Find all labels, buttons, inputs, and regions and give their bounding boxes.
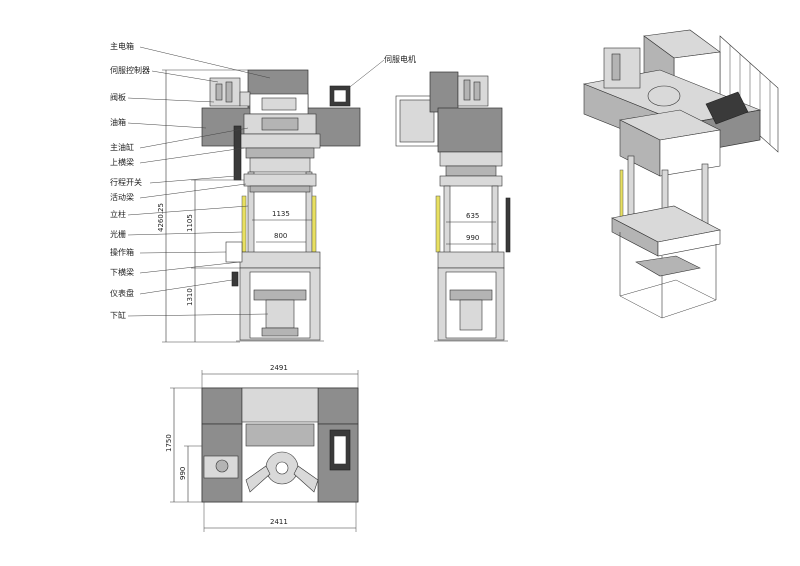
moving-beam-shape	[243, 173, 317, 187]
label-servo-controller: 伺服控制器	[110, 65, 150, 75]
label-main-cylinder: 主油缸	[110, 142, 134, 152]
dim-side-width-outer: 635	[466, 212, 479, 220]
label-operation-box: 操作箱	[110, 247, 134, 257]
label-travel-switch: 行程开关	[110, 177, 142, 187]
top-dimensions: 2491 2411 1750 990	[165, 364, 359, 532]
isometric-view	[582, 29, 779, 319]
lower-cylinder-shape	[265, 299, 295, 329]
side-valve-shape	[457, 75, 489, 107]
dim-top-depth-outer: 1750	[165, 434, 173, 452]
side-dimensions: 635 990	[446, 212, 496, 245]
instrument-panel-shape	[231, 271, 239, 287]
dim-side-width-inner: 990	[466, 234, 479, 242]
label-lower-beam: 下横梁	[110, 267, 134, 277]
label-valve-plate: 阀板	[110, 92, 126, 102]
dim-top-width-upper: 2491	[270, 364, 288, 372]
top-view	[201, 387, 359, 503]
label-column: 立柱	[110, 209, 126, 219]
iso-servo-motor	[705, 91, 749, 125]
light-curtain-right	[311, 195, 317, 253]
side-oil-tank-shape	[437, 107, 503, 153]
dim-top-width-lower: 2411	[270, 518, 288, 526]
dim-front-width-inner: 800	[274, 232, 287, 240]
dim-front-height-lower: 1310	[186, 288, 194, 306]
dim-top-depth-inner: 990	[179, 467, 187, 480]
label-servo-motor: 伺服电机	[384, 54, 416, 64]
label-upper-beam: 上横梁	[110, 157, 134, 167]
servo-controller-shape	[209, 77, 241, 107]
dim-front-height-total: 4260.25	[157, 203, 165, 232]
dim-front-height-upper: 1105	[186, 214, 194, 232]
operation-box-shape	[225, 241, 243, 263]
upper-beam-shape	[239, 133, 321, 149]
label-instrument-panel: 仪表盘	[110, 288, 134, 298]
light-curtain-left	[241, 195, 247, 253]
label-light-curtain: 光栅	[110, 229, 126, 239]
lower-beam-shape	[239, 251, 321, 269]
front-callouts: 主电箱 伺服控制器 阀板 油箱 主油缸 上横梁 行程开关 活动梁 立柱 光栅 操…	[110, 41, 416, 320]
label-oil-tank: 油箱	[110, 117, 126, 127]
side-view	[395, 71, 511, 342]
front-dimensions: 4260.25 1105 1310 1135 800	[157, 69, 312, 343]
front-view	[201, 69, 361, 342]
label-main-electrical-box: 主电箱	[110, 41, 134, 51]
dim-front-width-outer: 1135	[272, 210, 290, 218]
label-moving-beam: 活动梁	[110, 192, 134, 202]
label-lower-cylinder: 下缸	[110, 310, 126, 320]
